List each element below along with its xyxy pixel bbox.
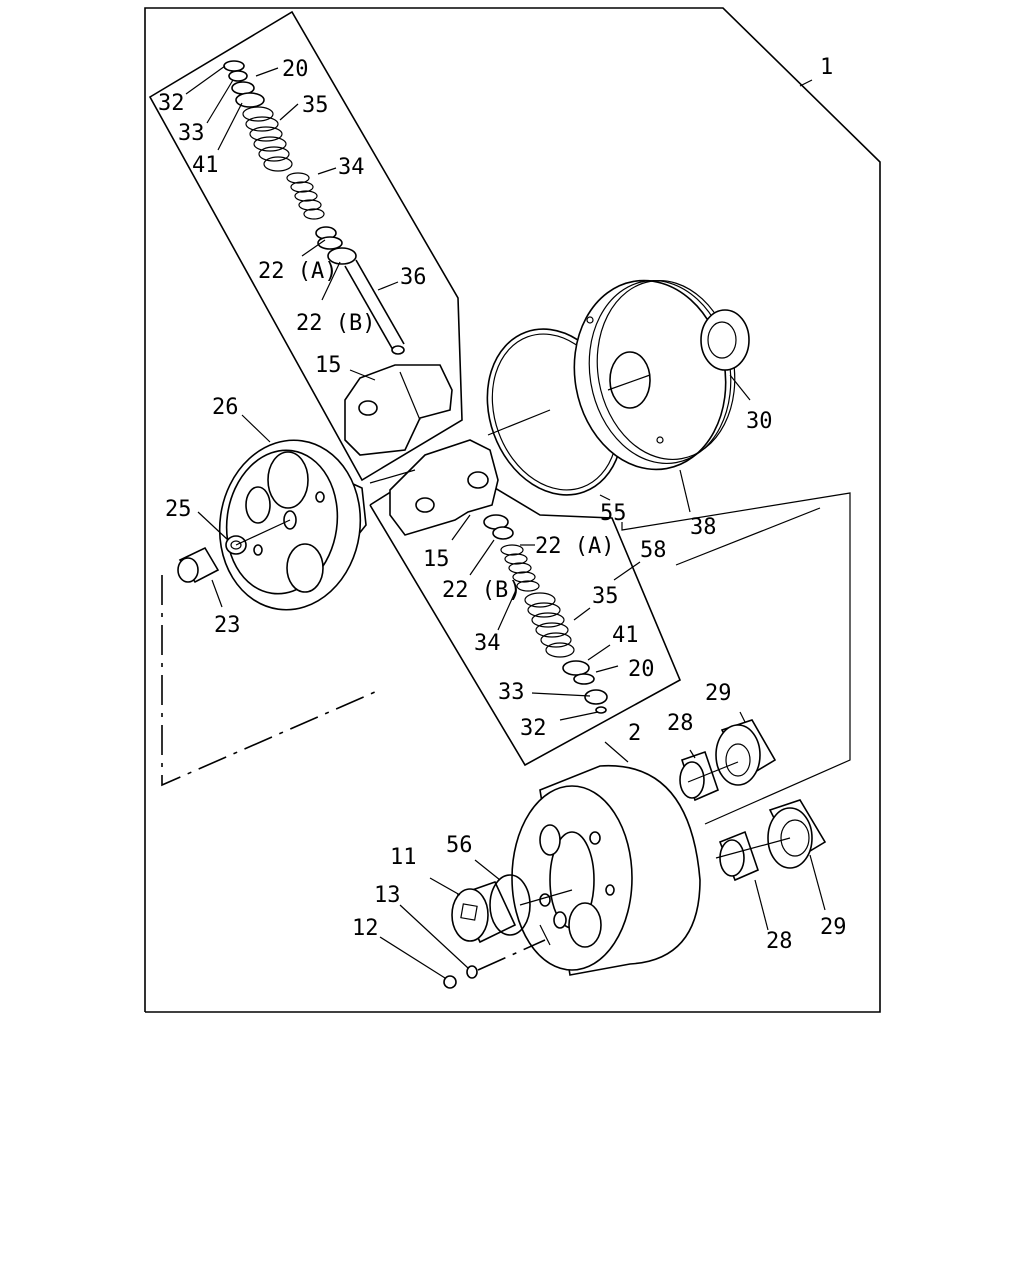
top-valve-stack: [223, 60, 405, 355]
label-35-top: 35: [302, 93, 329, 118]
plug-23: [177, 546, 220, 584]
label-33-bottom: 33: [498, 680, 525, 705]
label-22a-bottom: 22 (A): [535, 534, 614, 559]
plug-11: [451, 881, 517, 944]
label-35-bottom: 35: [592, 584, 619, 609]
label-32-bottom: 32: [520, 716, 547, 741]
label-29-upper: 29: [705, 681, 732, 706]
valve-group-frame-top: [148, 10, 463, 482]
valve-block-15-upper: [344, 364, 453, 456]
fitting-28-upper: [679, 750, 719, 802]
label-34-top: 34: [338, 155, 365, 180]
label-13: 13: [374, 883, 401, 908]
leader-lines: [185, 65, 826, 979]
label-28-lower: 28: [766, 929, 793, 954]
label-33-top: 33: [178, 121, 205, 146]
label-30: 30: [746, 409, 773, 434]
label-56: 56: [446, 833, 473, 858]
label-38: 38: [690, 515, 717, 540]
label-25: 25: [165, 497, 192, 522]
label-2: 2: [628, 721, 641, 746]
label-34-bottom: 34: [474, 631, 501, 656]
washer-13: [466, 965, 478, 979]
cover-38: [573, 279, 736, 471]
label-55: 55: [600, 501, 627, 526]
valve-block-15-lower: [389, 439, 499, 536]
fitting-29-lower: [767, 799, 827, 869]
bottom-valve-stack: [483, 514, 608, 714]
label-41-bottom: 41: [612, 623, 639, 648]
label-23: 23: [214, 613, 241, 638]
label-1: 1: [820, 55, 833, 80]
label-32-top: 32: [158, 91, 185, 116]
fitting-28-lower: [718, 830, 759, 882]
label-15-lower: 15: [423, 547, 450, 572]
label-36: 36: [400, 265, 427, 290]
label-15-upper: 15: [315, 353, 342, 378]
label-12: 12: [352, 916, 379, 941]
ring-56: [489, 874, 531, 936]
label-22b-bottom: 22 (B): [442, 578, 521, 603]
label-22a-top: 22 (A): [258, 259, 337, 284]
bushing-30: [700, 309, 750, 371]
plate-26: [218, 439, 367, 611]
label-20-bottom: 20: [628, 657, 655, 682]
screw-12: [443, 975, 457, 989]
part-labels: 1 20 32 35 33 41 34 22 (A) 36 22 (B) 15 …: [158, 55, 847, 954]
label-20-top: 20: [282, 57, 309, 82]
label-29-lower: 29: [820, 915, 847, 940]
label-22b-top: 22 (B): [296, 311, 375, 336]
label-26: 26: [212, 395, 239, 420]
label-41-top: 41: [192, 153, 219, 178]
label-28-upper: 28: [667, 711, 694, 736]
label-11: 11: [390, 845, 417, 870]
fitting-29-upper: [715, 719, 777, 786]
drum-2: [511, 764, 701, 976]
label-58: 58: [640, 538, 667, 563]
